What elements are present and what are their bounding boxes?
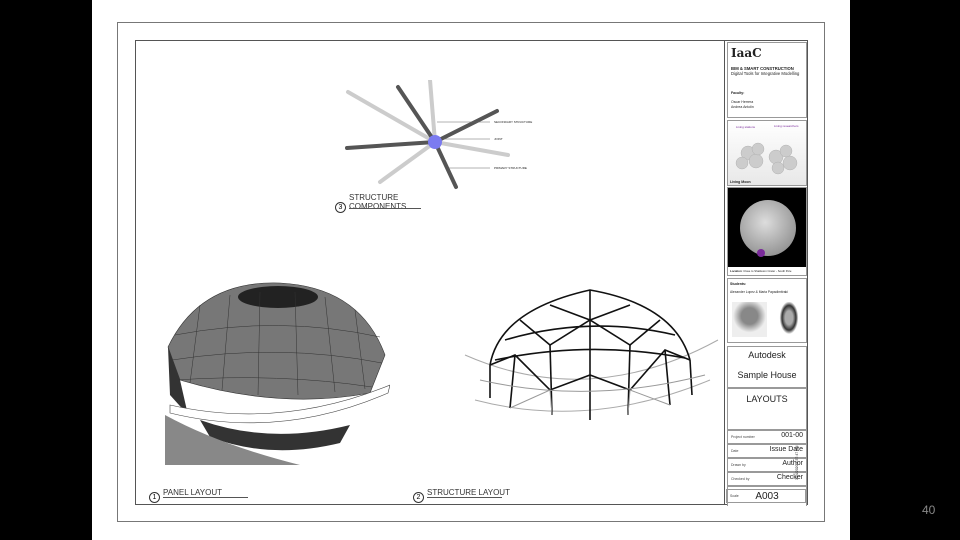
drawing-frame — [135, 40, 808, 505]
school-info-box: IaaC BIM & SMART CONSTRUCTION Digital To… — [727, 42, 807, 118]
faculty-member: Andrea Antolin — [731, 105, 754, 109]
field-value: Author — [782, 460, 803, 467]
field-value: Issue Date — [769, 446, 803, 453]
moon-image — [740, 200, 796, 256]
view-number-1: 1 — [149, 492, 160, 503]
field-date: Date Issue Date — [727, 444, 807, 458]
sheet-name-box: LAYOUTS — [727, 388, 807, 430]
render-caption: Living Moon — [730, 180, 751, 184]
view-title-2: STRUCTURE LAYOUT — [427, 488, 510, 497]
field-label: Checked by — [731, 477, 750, 481]
view-title-3-line2: COMPONENTS — [349, 202, 407, 211]
location-value: : Close to Shakleton Crater - South Pole — [741, 269, 792, 273]
field-label: Project number — [731, 435, 755, 439]
print-timestamp: 3/14/2020 2:37:47 PM — [795, 445, 799, 480]
field-project-number: Project number 001-00 — [727, 430, 807, 444]
living-moon-render — [735, 142, 798, 175]
slide-number: 40 — [922, 503, 936, 517]
field-label: Date — [731, 449, 739, 453]
field-label: Drawn by — [731, 463, 746, 467]
location-marker — [757, 249, 765, 257]
students-box: Students: Alexander Lopez & Maria Papadi… — [727, 278, 807, 343]
faculty-member: Oscar Herrera — [731, 100, 754, 104]
view-number-3: 3 — [335, 202, 346, 213]
render-label: Living researchers — [774, 124, 799, 128]
location-box: Location: Close to Shakleton Crater - So… — [727, 187, 807, 276]
view-number-2: 2 — [413, 492, 424, 503]
annotation-joint: JOINT — [494, 137, 503, 141]
field-label: Scale — [730, 494, 739, 498]
company-name: Autodesk — [748, 350, 786, 360]
view-title-3-line1: STRUCTURE — [349, 193, 399, 202]
joint-marker — [428, 135, 442, 149]
field-checked-by: Checked by Checker — [727, 472, 807, 486]
project-name: Sample House — [737, 370, 797, 380]
annotation-primary: PRIMARY STRUCTURE — [494, 166, 527, 170]
students-label: Students: — [730, 282, 747, 286]
course-name: Digital Tools for Integrative Modelling — [731, 71, 800, 76]
field-drawn-by: Drawn by Author — [727, 458, 807, 472]
field-value: Checker — [776, 474, 803, 481]
render-label: Living stations — [736, 125, 756, 129]
field-value: 001-00 — [781, 432, 803, 439]
annotation-secondary: SECONDARY STRUCTURE — [494, 120, 533, 124]
structure-layout-drawing — [464, 289, 719, 420]
student-photo — [732, 302, 767, 337]
sheet-name: LAYOUTS — [746, 394, 788, 404]
location-label: Location — [730, 269, 742, 273]
view-title-1: PANEL LAYOUT — [163, 488, 222, 497]
structure-components-drawing — [345, 80, 510, 189]
title-block: IaaC BIM & SMART CONSTRUCTION Digital To… — [724, 40, 808, 506]
faculty-label: Faculty: — [731, 91, 745, 95]
drawing-sheet — [117, 22, 825, 522]
program-name: BIM & SMART CONSTRUCTION — [731, 66, 794, 71]
render-box: Living stations Living researchers Livin… — [727, 120, 807, 186]
project-box: Autodesk Sample House — [727, 346, 807, 388]
sheet-number-box: A003 — [727, 486, 807, 506]
students-names: Alexander Lopez & Maria Papadimitraki — [730, 290, 788, 294]
panel-layout-drawing — [165, 282, 390, 465]
student-photo — [778, 302, 800, 337]
field-scale: Scale — [726, 489, 806, 503]
sheet-number: A003 — [755, 491, 779, 502]
iaac-logo: IaaC — [731, 46, 762, 60]
